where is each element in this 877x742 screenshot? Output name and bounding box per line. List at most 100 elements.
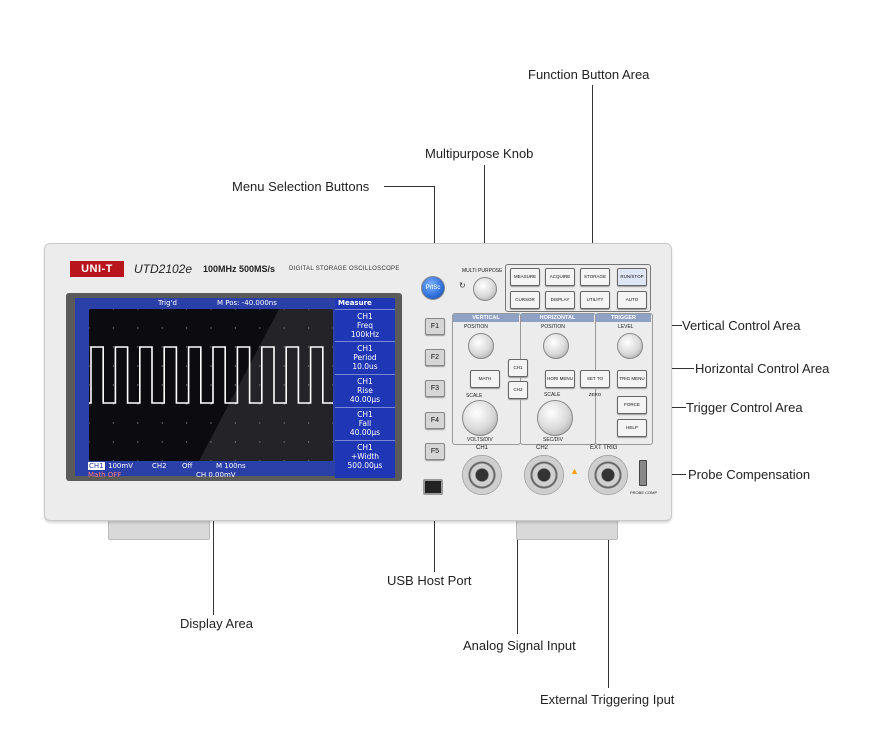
grid-dot xyxy=(137,460,139,462)
grid-dot xyxy=(112,460,115,462)
grid-dot xyxy=(307,346,310,348)
vertical-position-knob[interactable] xyxy=(468,333,494,359)
auto-button[interactable]: AUTO xyxy=(617,291,647,309)
ext-trig-connector[interactable] xyxy=(588,455,628,495)
probe-comp-label: PROBE COMP xyxy=(630,490,658,495)
grid-dot xyxy=(137,384,139,386)
trig-status: Trig'd xyxy=(158,299,177,307)
warning-icon: ▲ xyxy=(570,466,579,476)
grid-dot xyxy=(137,327,139,329)
f3-button[interactable]: F3 xyxy=(425,380,445,397)
sec-div-label: SEC/DIV xyxy=(543,437,564,443)
grid-dot xyxy=(88,384,90,386)
grid-dot xyxy=(210,384,212,386)
grid-dot xyxy=(210,422,212,424)
f1-button[interactable]: F1 xyxy=(425,318,445,335)
f4-button[interactable]: F4 xyxy=(425,412,445,429)
grid-dot xyxy=(88,441,90,443)
model-spec: 100MHz 500MS/s xyxy=(203,264,276,274)
grid-dot xyxy=(234,365,237,367)
measure-button[interactable]: MEASURE xyxy=(510,268,540,286)
volts-div-knob[interactable] xyxy=(462,400,498,436)
help-button[interactable]: HELP xyxy=(617,419,647,437)
run-stop-button[interactable]: RUN/STOP xyxy=(617,268,647,286)
horizontal-position-knob[interactable] xyxy=(543,333,569,359)
callout-external-triggering-input: External Triggering Iput xyxy=(540,692,675,707)
grid-dot xyxy=(88,365,90,367)
prtsc-button[interactable]: PrtSc xyxy=(421,276,445,300)
multipurpose-knob[interactable] xyxy=(473,277,497,301)
grid-dot xyxy=(88,460,90,462)
grid-dot xyxy=(137,308,139,310)
set-to-zero-button[interactable]: SET TO ZERO xyxy=(580,370,610,397)
grid-dot xyxy=(137,441,139,443)
ch2-scale: Off xyxy=(182,462,193,470)
horizontal-position-label: POSITION xyxy=(541,324,565,330)
usb-port[interactable] xyxy=(423,479,443,495)
f5-button[interactable]: F5 xyxy=(425,443,445,460)
grid-dot xyxy=(161,346,163,348)
callout-analog-signal-input: Analog Signal Input xyxy=(463,638,576,653)
callout-function-button-area: Function Button Area xyxy=(528,67,650,82)
probe-compensation-terminal[interactable] xyxy=(639,460,647,486)
storage-button[interactable]: STORAGE xyxy=(580,268,610,286)
grid-dot xyxy=(283,365,285,367)
display-button[interactable]: DISPLAY xyxy=(545,291,575,309)
grid-dot xyxy=(234,422,237,424)
leader-analog xyxy=(517,504,518,634)
horizontal-menu-button[interactable]: HORI MENU xyxy=(545,370,575,388)
acquire-button[interactable]: ACQUIRE xyxy=(545,268,575,286)
trigger-header: TRIGGER xyxy=(596,314,651,322)
volts-div-label: VOLTS/DIV xyxy=(467,437,493,443)
grid-dot xyxy=(112,365,115,367)
grid-dot xyxy=(307,327,310,329)
multipurpose-label: MULTI PURPOSE xyxy=(462,268,503,274)
grid-dot xyxy=(88,422,90,424)
grid-dot xyxy=(112,308,115,310)
ch2-button[interactable]: CH2 xyxy=(508,381,528,399)
cursor-button[interactable]: CURSOR xyxy=(510,291,540,309)
ch2-label: CH2 xyxy=(152,462,167,470)
grid-dot xyxy=(185,422,188,424)
ch1-scale: 100mV xyxy=(108,462,133,470)
leader-ext-trig xyxy=(608,500,609,688)
grid-dot xyxy=(283,308,285,310)
callout-horizontal-control-area: Horizontal Control Area xyxy=(695,361,830,376)
force-button[interactable]: FORCE xyxy=(617,396,647,414)
grid-dot xyxy=(185,346,188,348)
grid-dot xyxy=(185,460,188,462)
ch1-label: CH1 xyxy=(88,462,105,470)
ch2-input-connector[interactable] xyxy=(524,455,564,495)
sec-div-knob[interactable] xyxy=(537,400,573,436)
grid-dot xyxy=(88,327,90,329)
leader-display xyxy=(213,467,214,615)
grid-dot xyxy=(259,346,261,348)
ch1-input-connector[interactable] xyxy=(462,455,502,495)
brand-logo: UNI-T xyxy=(70,261,124,277)
f2-button[interactable]: F2 xyxy=(425,349,445,366)
ch1-button[interactable]: CH1 xyxy=(508,359,528,377)
trigger-level-knob[interactable] xyxy=(617,333,643,359)
grid-dot xyxy=(185,365,188,367)
math-button[interactable]: MATH xyxy=(470,370,500,388)
menu-panel xyxy=(335,298,395,478)
grid-dot xyxy=(161,327,163,329)
grid-dot xyxy=(307,441,310,443)
grid-dot xyxy=(259,327,261,329)
grid-dot xyxy=(283,346,285,348)
grid-dot xyxy=(210,365,212,367)
grid-dot xyxy=(210,441,212,443)
grid-dot xyxy=(283,441,285,443)
grid-dot xyxy=(112,346,115,348)
device-type: DIGITAL STORAGE OSCILLOSCOPE xyxy=(289,266,400,272)
trigger-menu-button[interactable]: TRIG MENU xyxy=(617,370,647,388)
callout-vertical-control-area: Vertical Control Area xyxy=(682,318,801,333)
grid-dot xyxy=(185,327,188,329)
vertical-header: VERTICAL xyxy=(453,314,519,322)
waveform-svg xyxy=(88,308,334,462)
vertical-position-label: POSITION xyxy=(464,324,488,330)
utility-button[interactable]: UTILITY xyxy=(580,291,610,309)
